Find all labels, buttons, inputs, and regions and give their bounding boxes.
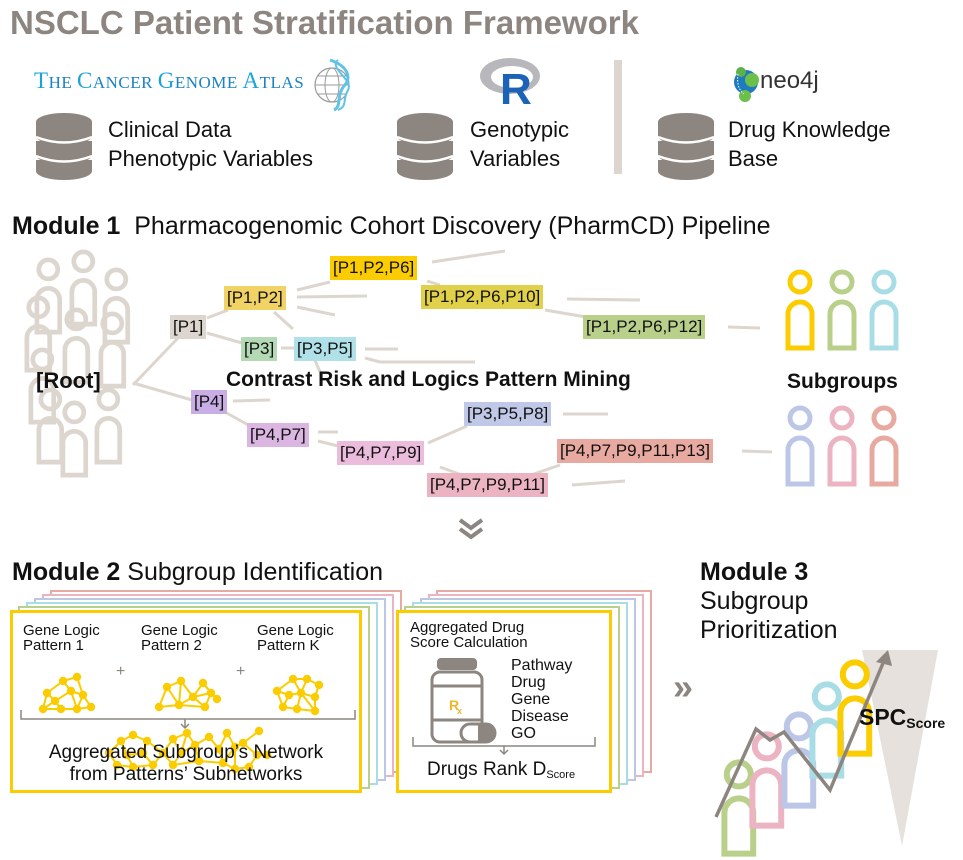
- tcga-logo: THE CANCER GENOME ATLAS: [34, 68, 304, 94]
- module3-title-line1: Subgroup: [700, 587, 809, 615]
- pattern-mining-label: Contrast Risk and Logics Pattern Mining: [226, 368, 631, 391]
- root-people-cluster-icon: [24, 249, 131, 478]
- network-merge-bracket: [20, 710, 356, 730]
- drug-card-title: Aggregated Drug Score Calculation: [410, 619, 528, 651]
- drug-score-card: Aggregated Drug Score Calculation R x Pa…: [396, 610, 612, 793]
- page-title: NSCLC Patient Stratification Framework: [10, 4, 639, 41]
- r-logo-icon: R: [480, 58, 540, 114]
- root-person-icon: [36, 387, 65, 465]
- root-person-icon: [24, 295, 53, 373]
- database-label-clinical: Clinical Data Phenotypic Variables: [108, 117, 314, 171]
- module1-title: Pharmacogenomic Cohort Discovery (PharmC…: [134, 212, 771, 240]
- tree-node: [P4,P7,P9]: [337, 441, 425, 465]
- tcga-word-4: ATLAS: [242, 68, 305, 93]
- tree-node: [P1,P2]: [224, 286, 286, 310]
- root-person-icon: [69, 249, 98, 327]
- drug-knowledge-item: Disease: [511, 708, 569, 725]
- globe-dna-icon: [314, 58, 350, 112]
- tree-node: [P1,P2,P6,P10]: [421, 285, 544, 309]
- svg-text:R: R: [449, 697, 459, 713]
- subgroup-people-icons-top: [785, 269, 899, 351]
- root-person-icon: [98, 311, 127, 389]
- prioritized-person-icon: [837, 659, 873, 757]
- drug-bracket: [412, 737, 596, 756]
- prescription-bottle-icon: R x: [430, 658, 497, 744]
- root-person-icon: [102, 267, 131, 345]
- trend-arrow-icon: [714, 650, 892, 818]
- pattern-label-2: Gene Logic Pattern 2: [141, 622, 218, 654]
- double-chevron-down-icon: [458, 518, 484, 540]
- tree-node: [P3]: [241, 337, 278, 361]
- tree-node: [P3,P5]: [294, 337, 356, 361]
- module2-title: Subgroup Identification: [127, 558, 384, 586]
- gene-network-graphs: [20, 672, 356, 774]
- tcga-word-2: CANCER: [76, 68, 158, 93]
- module2-heading: Module 2 Subgroup Identification: [12, 558, 383, 587]
- aggregated-gene-network: [104, 726, 272, 774]
- tree-node: [P4,P7]: [247, 423, 309, 447]
- pattern-label-k: Gene Logic Pattern K: [257, 622, 334, 654]
- subgroups-label: Subgroups: [787, 370, 898, 393]
- database-label-genotypic: Genotypic Variables: [470, 117, 570, 171]
- plus-sign-2: +: [236, 663, 246, 680]
- svg-text:R: R: [500, 65, 532, 114]
- drug-knowledge-item: Gene: [511, 691, 551, 708]
- tree-node: [P4,P7,P9,P11]: [427, 473, 548, 497]
- gene-network-pattern-2: [154, 676, 222, 712]
- database-icon: [35, 113, 93, 180]
- divider: [614, 60, 622, 174]
- tree-node: [P1,P2,P6,P12]: [583, 315, 706, 339]
- drug-knowledge-item: GO: [511, 725, 536, 742]
- database-icon: [657, 113, 715, 180]
- tree-node: [P3,P5,P8]: [464, 402, 552, 426]
- module3-title-line2: Prioritization: [700, 616, 838, 644]
- tree-node: [P4,P7,P9,P11,P13]: [557, 439, 713, 463]
- root-person-icon: [94, 387, 123, 465]
- double-chevron-right-icon: »: [673, 666, 694, 707]
- drugs-rank-label: Drugs Rank DScore: [427, 759, 576, 781]
- neo4j-logo-icon: neo4j: [734, 67, 819, 102]
- svg-text:neo4j: neo4j: [760, 67, 819, 94]
- module3-heading: Module 3 Subgroup Prioritization: [700, 558, 838, 645]
- pattern-label-1: Gene Logic Pattern 1: [23, 622, 100, 654]
- subgroup-network-card: Gene Logic Pattern 1 Gene Logic Pattern …: [10, 610, 362, 793]
- module1-number: Module 1: [12, 212, 121, 240]
- subgroup-person-icon: [785, 269, 815, 351]
- drug-knowledge-item: Drug: [511, 674, 546, 691]
- module2-number: Module 2: [12, 558, 121, 586]
- plus-sign-1: +: [116, 663, 126, 680]
- subgroup-person-icon: [869, 269, 899, 351]
- network-caption: Aggregated Subgroup’s Network from Patte…: [48, 742, 324, 785]
- tcga-word-1: THE: [34, 68, 77, 93]
- drug-knowledge-item: Pathway: [511, 657, 573, 674]
- subgroup-person-icon: [869, 405, 899, 487]
- tree-node: [P4]: [191, 390, 228, 414]
- svg-text:x: x: [457, 706, 462, 716]
- root-label: [Root]: [36, 368, 101, 393]
- module1-heading: Module 1 Pharmacogenomic Cohort Discover…: [12, 212, 771, 241]
- gene-network-pattern-k: [272, 674, 324, 716]
- priority-funnel: [862, 650, 938, 846]
- spc-score-label: SPCScore: [859, 704, 946, 731]
- subgroup-person-icon: [827, 405, 857, 487]
- subgroup-person-icon: [785, 405, 815, 487]
- database-label-drug-knowledge: Drug Knowledge Base: [728, 117, 891, 171]
- prioritized-person-icon: [749, 731, 785, 829]
- database-icon: [396, 113, 454, 180]
- root-person-icon: [62, 307, 91, 385]
- tree-node: [P1]: [170, 315, 207, 339]
- subgroup-people-icons-bottom: [785, 405, 899, 487]
- tree-node: [P1,P2,P6]: [330, 256, 418, 280]
- gene-network-pattern-1: [38, 672, 96, 714]
- tcga-word-3: GENOME: [157, 68, 243, 93]
- subgroup-person-icon: [827, 269, 857, 351]
- module3-number: Module 3: [700, 558, 809, 586]
